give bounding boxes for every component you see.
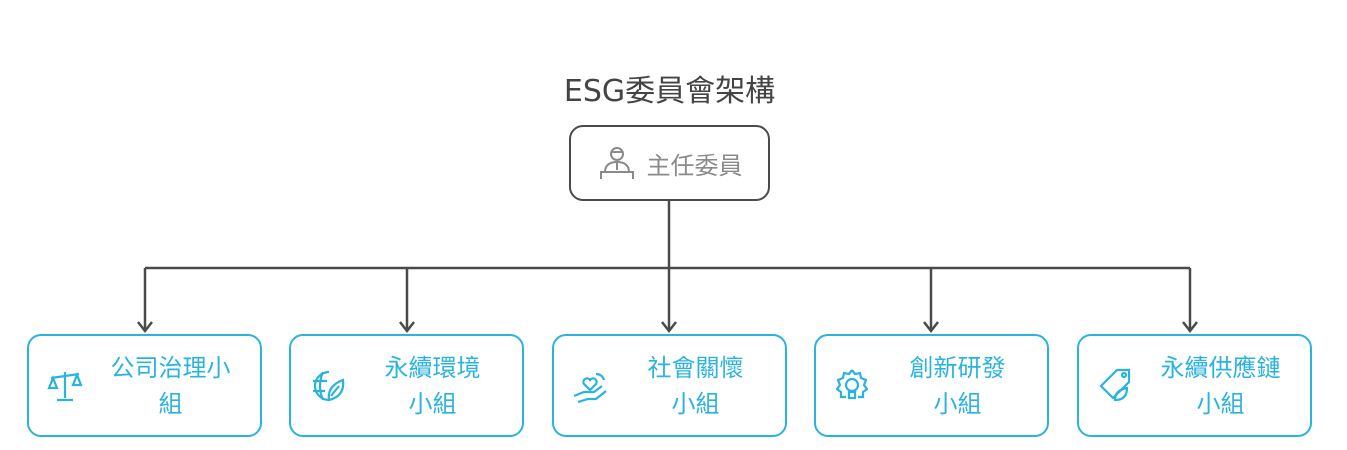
hand-heart-icon: [573, 372, 607, 404]
group-label-line2: 小組: [1196, 390, 1245, 418]
person-podium-icon: [599, 147, 634, 179]
group-label-line2: 組: [158, 390, 183, 418]
group-node-governance: 公司治理小組: [27, 334, 262, 437]
group-node-innovation: 創新研發小組: [814, 334, 1049, 437]
arrow-5: [1182, 268, 1198, 334]
group-node-social: 社會關懷小組: [552, 334, 787, 437]
group-label-line1: 永續環境: [384, 354, 481, 382]
group-label-line1: 公司治理小: [110, 354, 231, 382]
chief-label: 主任委員: [646, 151, 743, 180]
group-label-line1: 永續供應鏈: [1160, 354, 1281, 382]
arrow-1: [137, 268, 153, 334]
group-label-line1: 創新研發: [909, 354, 1006, 382]
arrow-4: [923, 268, 939, 334]
diagram-title: ESG委員會架構: [563, 74, 776, 109]
arrow-2: [399, 268, 415, 334]
group-label-line2: 小組: [408, 390, 457, 418]
group-label-line2: 小組: [671, 390, 720, 418]
globe-leaf-icon: [313, 370, 345, 402]
group-label-line1: 社會關懷: [647, 354, 744, 382]
gear-bulb-icon: [835, 369, 869, 400]
group-label-line2: 小組: [933, 390, 982, 418]
group-node-environment: 永續環境小組: [289, 334, 524, 437]
arrow-3: [661, 268, 677, 334]
group-node-supply-chain: 永續供應鏈小組: [1077, 334, 1312, 437]
chief-committee-node: 主任委員: [569, 125, 770, 201]
scales-icon: [47, 372, 83, 402]
tag-leaf-icon: [1099, 368, 1131, 402]
